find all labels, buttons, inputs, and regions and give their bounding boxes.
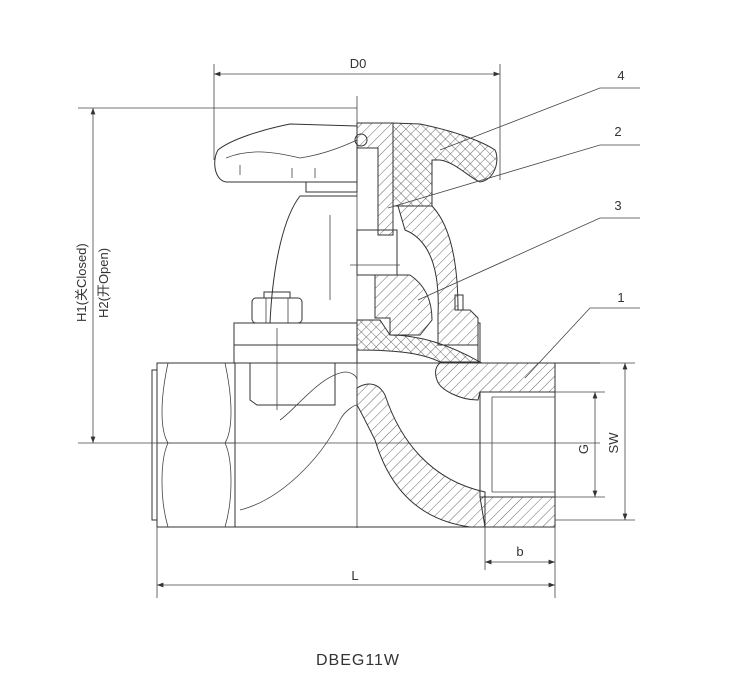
svg-text:4: 4 <box>617 68 624 83</box>
part-leader-3: 3 <box>417 198 640 301</box>
h-dimension: H1(关Closed) H2(开Open) <box>74 107 357 443</box>
g-label: G <box>576 444 591 454</box>
flange-left <box>233 322 358 346</box>
outlet-port <box>479 391 556 498</box>
bolt-nut <box>251 291 303 324</box>
handwheel-left <box>214 123 358 183</box>
b-label: b <box>516 544 523 559</box>
compressor-section <box>374 274 433 336</box>
sw-label: SW <box>606 432 621 454</box>
l-dimension: L <box>156 527 555 598</box>
part-leader-4: 4 <box>439 68 640 151</box>
svg-text:2: 2 <box>614 124 621 139</box>
valve-body <box>151 362 600 528</box>
part-leader-1: 1 <box>524 290 640 379</box>
sw-dimension: SW <box>555 362 635 521</box>
h2-label: H2(开Open) <box>96 248 111 318</box>
svg-text:3: 3 <box>614 198 621 213</box>
d0-label: D0 <box>350 56 367 71</box>
l-label: L <box>351 568 358 583</box>
b-dimension: b <box>484 527 556 598</box>
bonnet-left <box>269 195 357 324</box>
model-title: DBEG11W <box>316 652 400 669</box>
d0-dimension: D0 <box>213 56 501 180</box>
svg-text:1: 1 <box>617 290 624 305</box>
h1-label: H1(关Closed) <box>74 243 89 322</box>
handwheel-section <box>392 122 498 207</box>
g-dimension: G <box>555 391 605 498</box>
part-leader-2: 2 <box>387 124 640 209</box>
